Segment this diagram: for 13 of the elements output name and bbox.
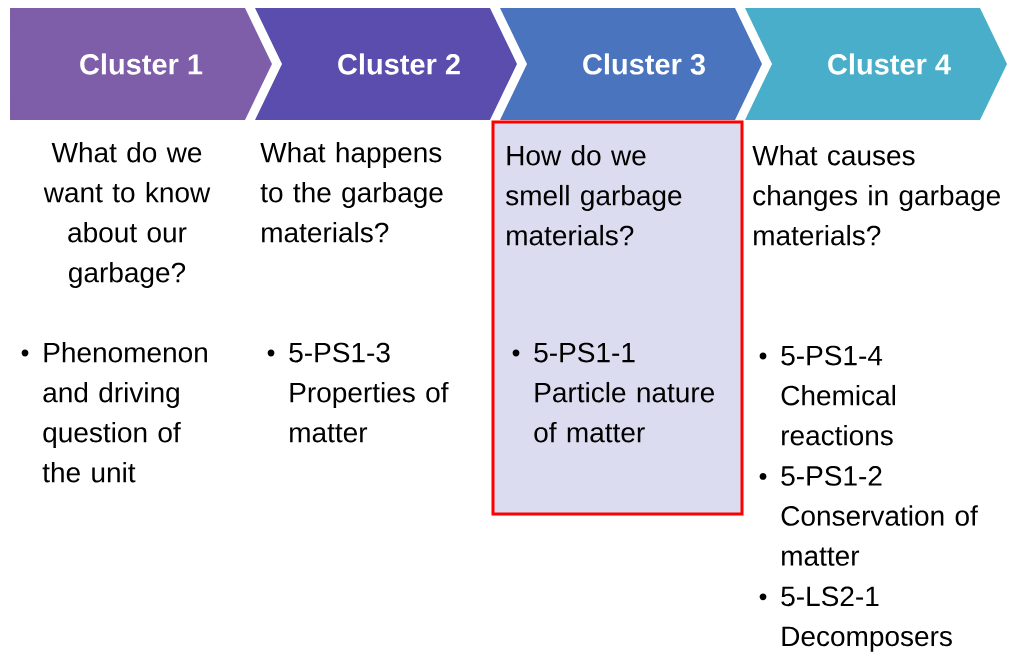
highlight-box: How do we smell garbage materials? 5-PS1-1 Particle nature of matter: [491, 120, 744, 516]
bullet-text: 5-LS2-1 Decomposers: [781, 586, 952, 652]
bullet-text: 5-PS1-2 Conservation of matter: [781, 466, 978, 566]
question-text: What do we want to know about our garbage?: [43, 141, 211, 288]
bullet-text: Phenomenon and driving question of the unit: [42, 341, 207, 483]
question-text: What happens to the garbage materials?: [260, 141, 443, 243]
process-step: Cluster 3: [500, 8, 762, 120]
question-text: What causes changes in garbage materials?: [752, 144, 1000, 246]
process-step: Cluster 1: [10, 8, 272, 120]
bullet-text: 5-PS1-4 Chemical reactions: [781, 345, 895, 446]
process-step: Cluster 4: [745, 8, 1007, 120]
process-step: Cluster 2: [255, 8, 517, 120]
bullet-text: 5-PS1-3 Properties of matter: [289, 342, 449, 443]
